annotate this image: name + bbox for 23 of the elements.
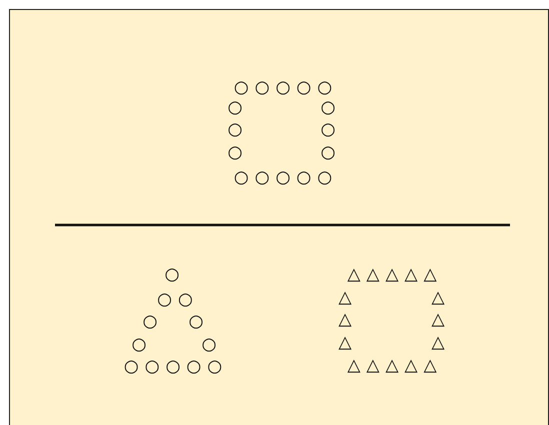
symbol-row-text: △ <box>430 312 451 328</box>
symbol-row-text: ○○ <box>156 292 199 308</box>
symbol-row-text: ○ <box>226 122 248 138</box>
symbol-row-text: ○ <box>320 122 342 138</box>
symbol-row-text: △ <box>337 312 358 328</box>
symbol-row-text: △ <box>430 290 451 306</box>
symbol-row-text: ○ <box>142 314 164 330</box>
symbol-row-text: ○ <box>226 144 248 162</box>
symbol-row-text: ○ <box>188 314 210 330</box>
symbol-row-text: ○ <box>130 336 152 354</box>
symbol-row-text: ○ <box>200 336 222 354</box>
symbol-row-text: ○ <box>226 100 248 116</box>
symbol-row-text: △△△△△ <box>346 266 443 284</box>
symbol-row-text: △ <box>337 290 358 306</box>
symbol-row-text: ○○○○○ <box>232 80 338 96</box>
symbol-row-text: ○ <box>164 266 186 284</box>
symbol-row-text: △△△△△ <box>346 358 443 374</box>
symbol-row-text: ○ <box>320 100 342 116</box>
symbol-row-text: ○○○○○ <box>232 170 338 186</box>
symbol-row-text: ○ <box>320 144 342 162</box>
symbol-row-text: △ <box>430 334 451 352</box>
symbol-row-text: △ <box>337 334 358 352</box>
symbol-row-text: ○○○○○ <box>122 358 228 376</box>
